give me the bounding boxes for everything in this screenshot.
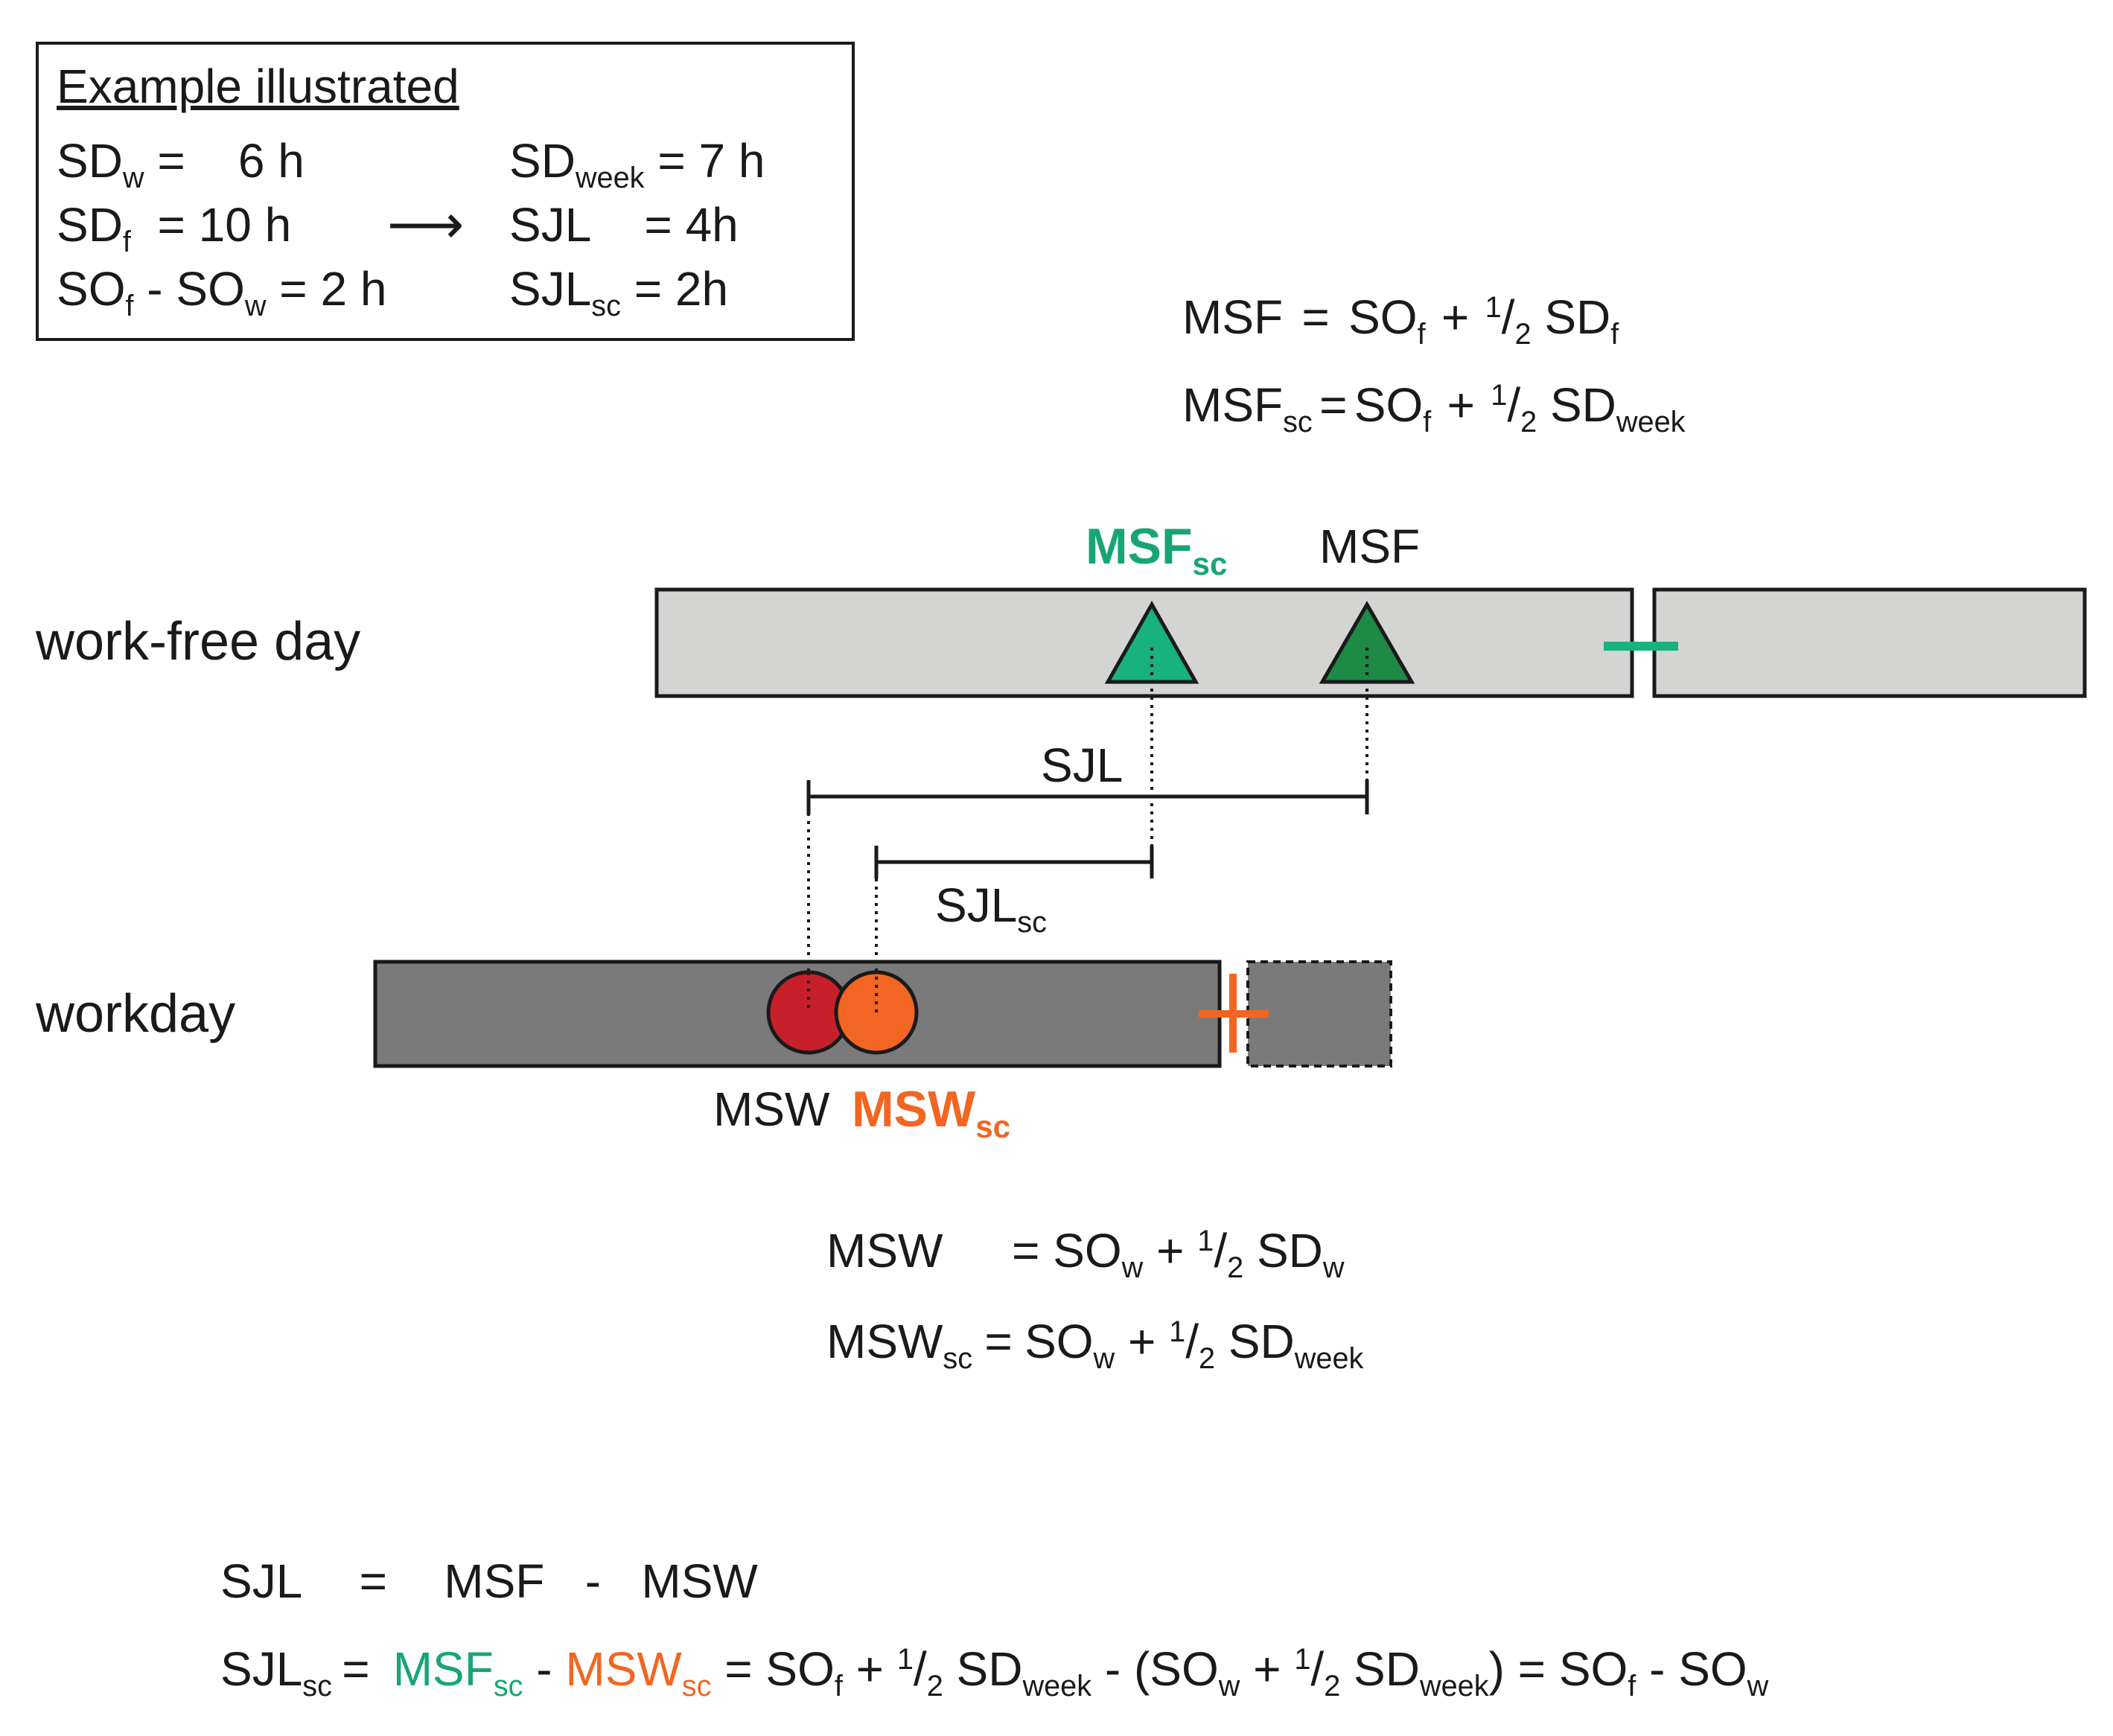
msw-sc-label: MSWsc <box>852 1081 1011 1144</box>
workday-label: workday <box>36 984 236 1044</box>
example-row-2-right: SJL = 4h <box>509 198 739 252</box>
example-row-2-left: SDf = 10 h <box>57 198 292 258</box>
msw-label: MSW <box>713 1082 830 1136</box>
example-box <box>36 42 855 341</box>
work-free-bar-next <box>1652 587 2087 698</box>
formula-sjl-sc: SJLsc= MSFsc - MSWsc = SOf + 1/2 SDweek … <box>220 1642 1769 1703</box>
formula-msf: MSF=SOf+1/2 SDf <box>1182 290 1619 351</box>
formula-sjl: SJL=MSF-MSW <box>220 1554 758 1608</box>
example-row-3-right: SJLsc = 2h <box>509 262 729 322</box>
workday-bar-next <box>1246 960 1392 1068</box>
example-title: Example illustrated <box>57 60 459 113</box>
formula-msw-sc: MSWsc=SOw + 1/2 SDweek <box>826 1315 1364 1375</box>
sjl-sc-label: SJLsc <box>935 878 1047 939</box>
msf-sc-label: MSFsc <box>1086 518 1228 581</box>
formula-msw: MSW= SOw + 1/2 SDw <box>826 1224 1345 1284</box>
example-row-1-left: SDw = 6 h <box>57 134 305 194</box>
example-row-3-left: SOf - SOw = 2 h <box>57 262 387 322</box>
formula-msf-sc: MSFsc=SOf+1/2 SDweek <box>1182 378 1686 438</box>
work-free-day-label: work-free day <box>36 612 361 671</box>
example-row-1-right: SDweek = 7 h <box>509 134 765 194</box>
sjl-label: SJL <box>1041 738 1124 792</box>
example-arrow-icon: ⟶ <box>387 195 465 255</box>
msf-label: MSF <box>1319 520 1421 573</box>
